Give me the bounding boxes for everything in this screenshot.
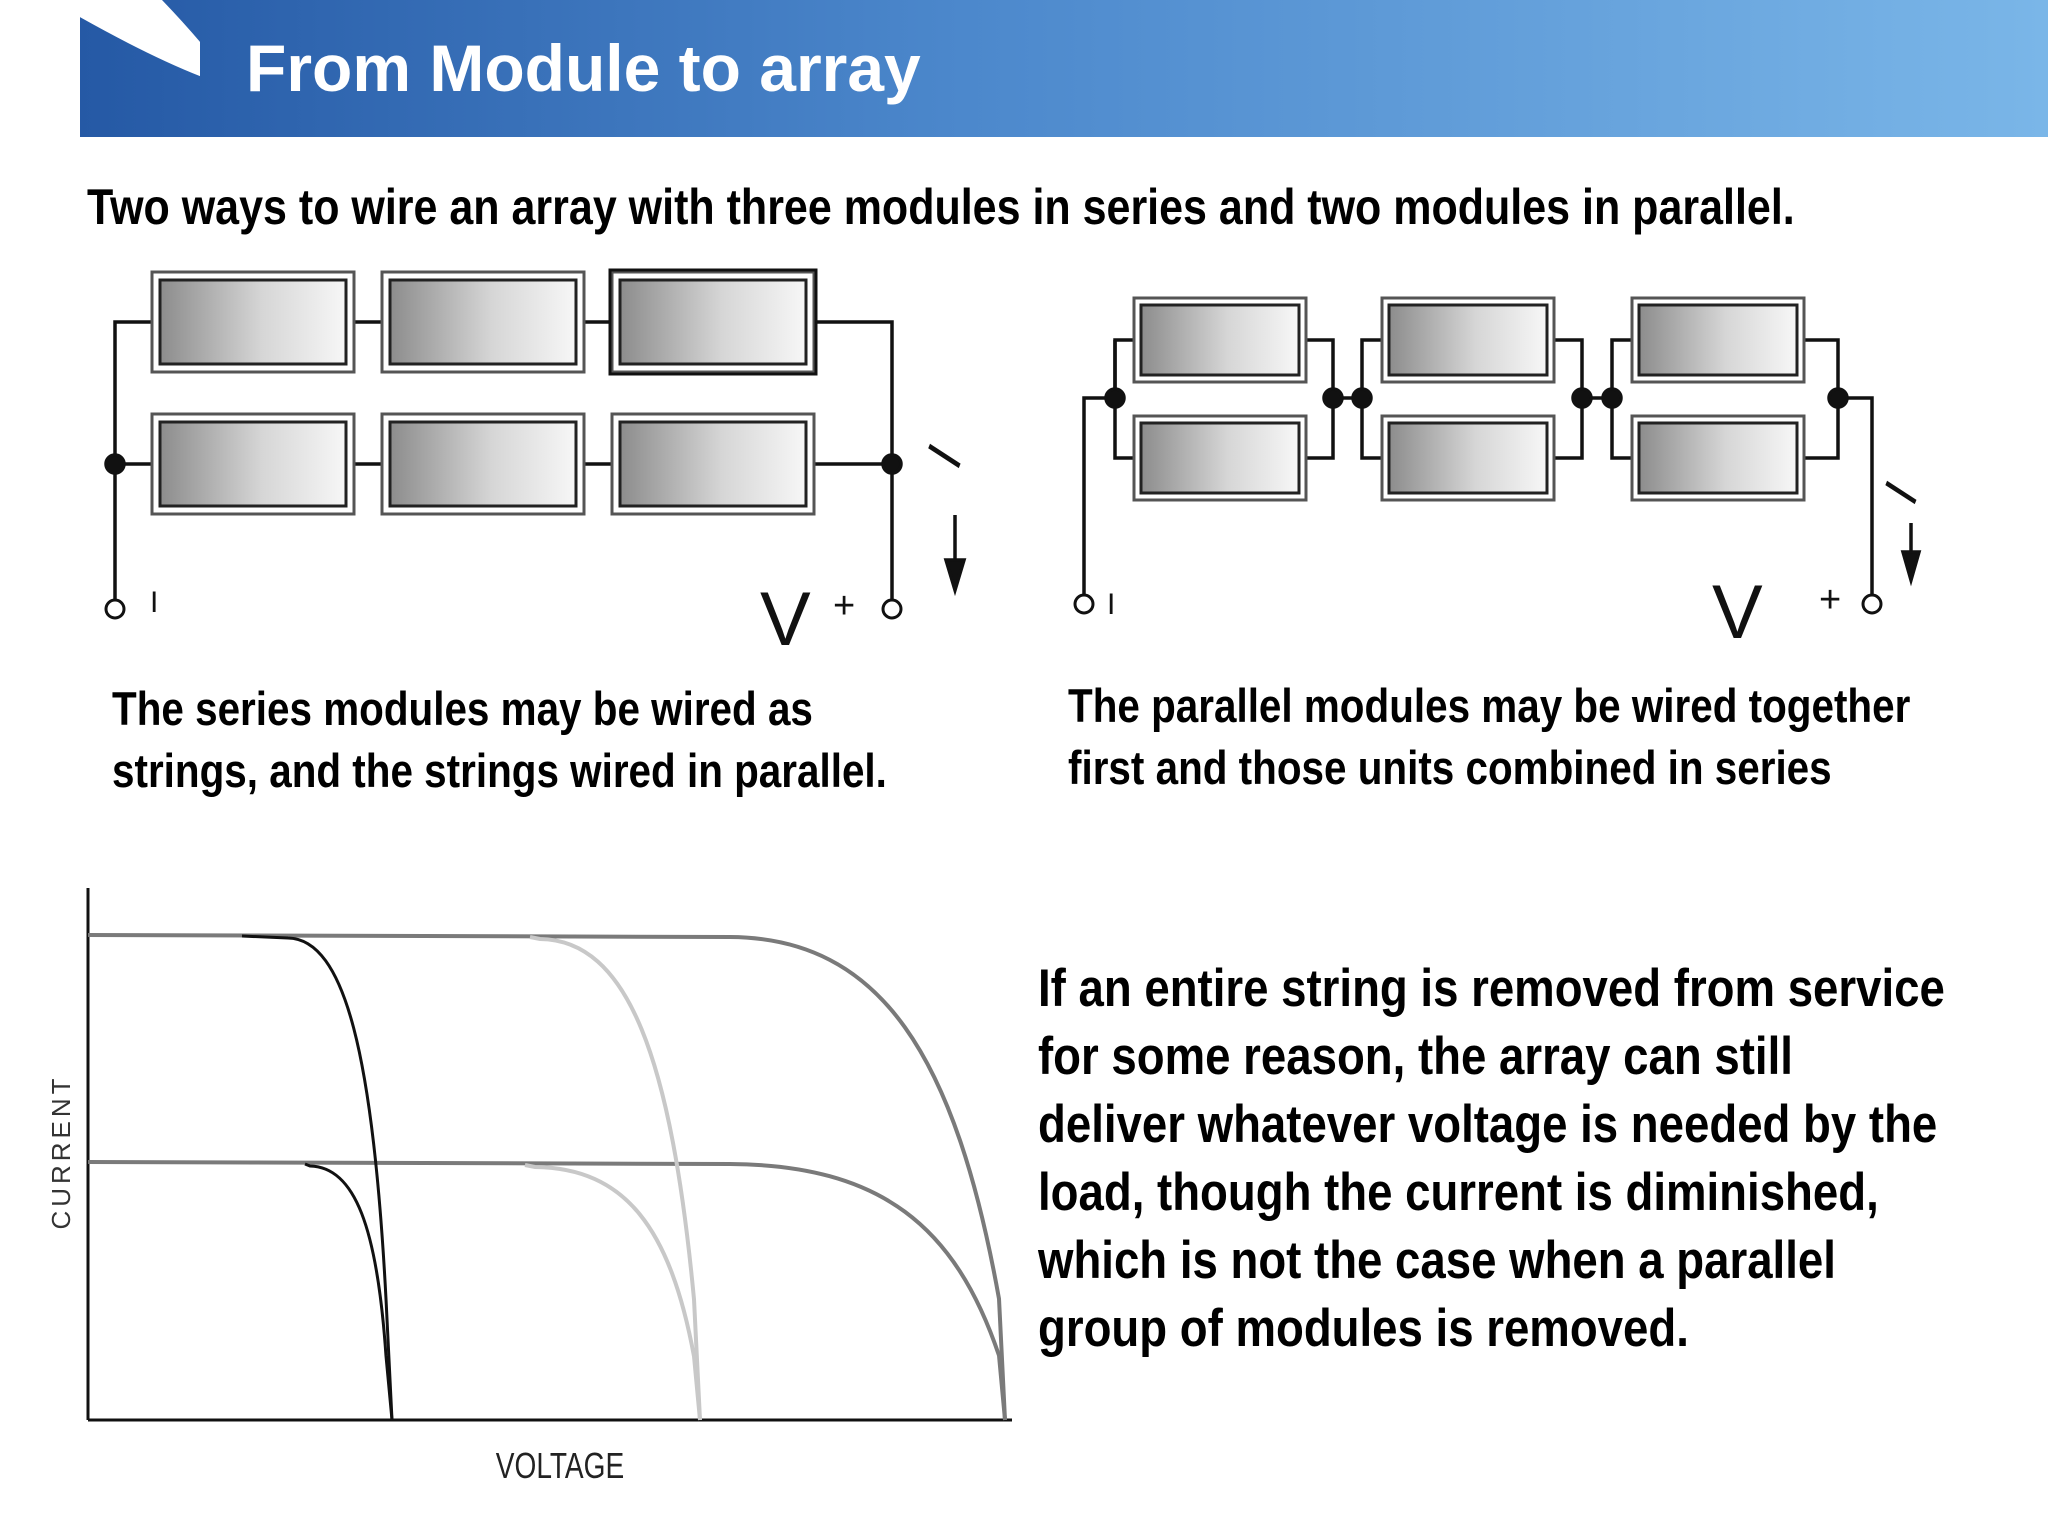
current-arrow-head	[1900, 550, 1922, 587]
caption-line: first and those units combined in series	[1068, 741, 1832, 794]
iv-curve-black-top	[241, 934, 394, 1421]
pv-module	[1380, 296, 1556, 384]
caption-parallel: The parallel modules may be wired togeth…	[1068, 675, 1910, 799]
iv-curve-black-bottom	[304, 1162, 394, 1421]
junction-dot	[1827, 387, 1849, 409]
iv-curve-gray-top	[87, 933, 1007, 1421]
iv-curve-gray-bottom	[87, 1160, 1007, 1421]
wire	[1082, 340, 1117, 600]
pv-module	[150, 270, 356, 374]
subtitle: Two ways to wire an array with three mod…	[87, 179, 1795, 235]
plus-label: +	[833, 585, 855, 627]
pv-module	[1380, 414, 1556, 502]
voltage-label: V	[760, 577, 811, 662]
y-axis-label: CURRENT	[46, 1074, 76, 1229]
iv-curve-plot	[86, 888, 1012, 1422]
explanation-line: which is not the case when a parallel	[1038, 1231, 1836, 1290]
junction-dot	[1571, 387, 1593, 409]
negative-label: I	[150, 586, 158, 619]
explanation-line: load, though the current is diminished,	[1038, 1163, 1879, 1222]
explanation-line: If an entire string is removed from serv…	[1038, 959, 1945, 1018]
junction-dot	[1601, 387, 1623, 409]
slide-title: From Module to array	[246, 31, 921, 105]
junction-dot	[881, 453, 903, 475]
module-highlight	[608, 268, 818, 376]
explanation-text: If an entire string is removed from serv…	[1038, 955, 1945, 1363]
pv-module	[610, 412, 816, 516]
pv-module	[1132, 296, 1308, 384]
terminal-negative	[1073, 593, 1095, 615]
pv-module	[1132, 414, 1308, 502]
caption-line: The parallel modules may be wired togeth…	[1068, 679, 1911, 732]
pv-module	[1630, 296, 1806, 384]
wire	[1838, 396, 1874, 600]
junction-dot	[104, 453, 126, 475]
explanation-line: deliver whatever voltage is needed by th…	[1038, 1095, 1938, 1154]
caption-series: The series modules may be wired as strin…	[112, 678, 887, 802]
pv-module	[380, 270, 586, 374]
current-label: I	[915, 439, 974, 474]
current-arrow-head	[943, 558, 967, 597]
caption-line: strings, and the strings wired in parall…	[112, 744, 887, 797]
junction-dot	[1351, 387, 1373, 409]
title-bar	[80, 0, 2048, 137]
pv-module	[380, 412, 586, 516]
terminal-negative	[104, 598, 126, 620]
plus-label: +	[1819, 579, 1841, 621]
explanation-line: group of modules is removed.	[1038, 1299, 1689, 1358]
wire-left-rail	[113, 320, 152, 600]
x-axis-label: VOLTAGE	[496, 1446, 624, 1486]
caption-line: The series modules may be wired as	[112, 682, 813, 735]
diagram-series-strings	[104, 268, 967, 620]
terminal-positive	[1861, 593, 1883, 615]
wire-right-rail	[814, 320, 894, 600]
junction-dot	[1322, 387, 1344, 409]
diagram-parallel-groups	[1073, 296, 1922, 615]
junction-dot	[1104, 387, 1126, 409]
current-label: I	[1872, 476, 1929, 510]
negative-label: I	[1107, 588, 1115, 621]
logo-swoosh	[80, 0, 200, 77]
explanation-line: for some reason, the array can still	[1038, 1027, 1793, 1086]
terminal-positive	[881, 598, 903, 620]
voltage-label: V	[1712, 570, 1763, 655]
pv-module	[610, 270, 816, 374]
pv-module	[1630, 414, 1806, 502]
iv-curve-light-top	[529, 935, 702, 1421]
pv-module	[150, 412, 356, 516]
iv-curve-light-bottom	[524, 1163, 702, 1421]
